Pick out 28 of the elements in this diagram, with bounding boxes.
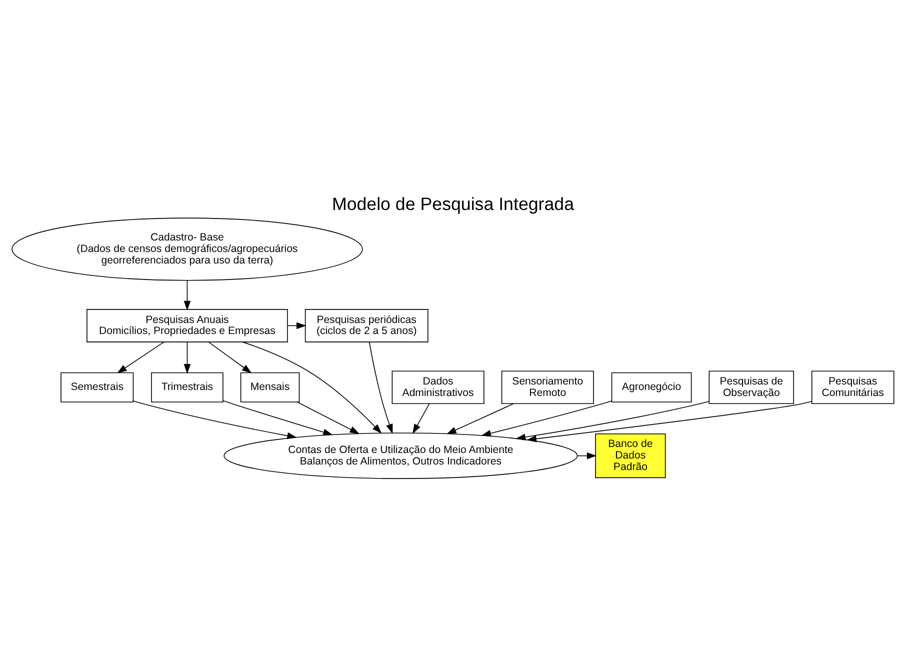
arrow [184,341,191,374]
arrow [296,401,360,434]
diagram-title: Modelo de Pesquisa Integrada [332,193,574,214]
arrow [208,341,252,373]
node-box: Sensoriamento Remoto [501,370,594,404]
arrow [412,402,430,434]
node-box: Mensais [240,372,300,402]
arrow [222,400,333,435]
node-box: Pesquisas Anuais Domicílios, Propriedades e Empresas [86,308,288,342]
node-box: Banco de Dados Padrão [595,432,666,478]
arrow [368,341,393,434]
node-box: Trimestrais [151,372,224,402]
arrow [133,400,297,439]
arrow [446,402,514,434]
arrow [577,452,597,459]
node-box: Pesquisas de Observação [708,370,794,404]
node-box: Pesquisas Comunitárias [811,370,894,404]
node-ellipse: Cadastro- Base (Dados de censos demográficos/agropecuários georreferenciados para uso da terra) [12,217,363,280]
arrow [242,341,382,434]
arrow [117,341,164,373]
node-box: Pesquisas periódicas (ciclos de 2 a 5 anos) [304,308,428,342]
node-box: Semestrais [60,372,134,402]
arrow [184,279,191,310]
arrow [526,400,812,442]
arrow [481,400,612,436]
node-box: Agronegócio [611,372,692,402]
node-box: Dados Administrativos [392,370,484,404]
arrow [516,400,710,440]
